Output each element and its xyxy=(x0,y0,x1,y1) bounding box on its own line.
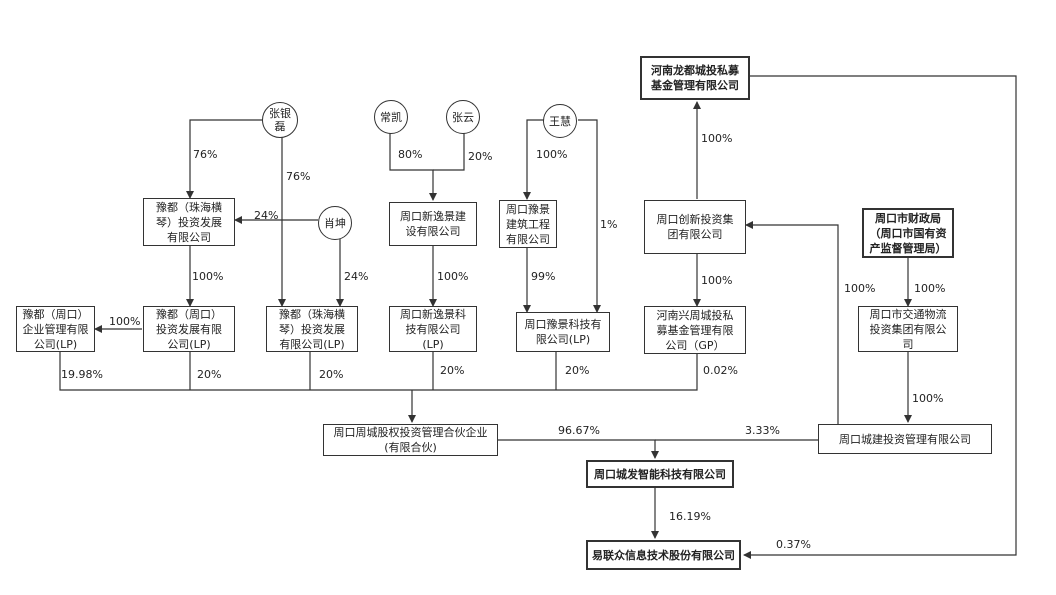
node-zk-chuangxin: 周口创新投资集 团有限公司 xyxy=(644,200,746,254)
pct-longdu-to-yilianzhong: 0.37% xyxy=(776,538,811,551)
person-zhang-yun: 张云 xyxy=(446,100,480,134)
pct-dev-lp-to-mgmt-lp: 100% xyxy=(109,315,141,328)
edge-lp-bus xyxy=(59,352,698,391)
pct-zhuhai-lp-to-fund: 20% xyxy=(319,368,344,381)
node-yudu-zk-dev-lp: 豫都（周口） 投资发展有限 公司(LP) xyxy=(143,306,235,352)
pct-wanghui-to-yujing: 100% xyxy=(536,148,568,161)
pct-zhang-to-yudu-zhuhai: 76% xyxy=(193,148,218,161)
pct-yudu-zhuhai-to-dev-lp: 100% xyxy=(192,270,224,283)
pct-chuangxin-to-gp: 100% xyxy=(701,274,733,287)
pct-zhang-to-zhuhai-lp: 76% xyxy=(286,170,311,183)
pct-dev-lp-to-fund: 20% xyxy=(197,368,222,381)
pct-jiaotong-to-chengjian: 100% xyxy=(912,392,944,405)
pct-zhangyun-to-xinyijing: 20% xyxy=(468,150,493,163)
pct-yujing-to-yujing-keji: 99% xyxy=(531,270,556,283)
edge-wanghui-to-yujing-keji xyxy=(578,119,601,313)
edge-wanghui-to-yujing xyxy=(523,119,545,200)
pct-changkai-to-xinyijing: 80% xyxy=(398,148,423,161)
edge-chengjian-to-chuangxin xyxy=(745,221,839,424)
pct-fund-to-chengfa: 96.67% xyxy=(558,424,600,437)
pct-chengfa-to-yilianzhong: 16.19% xyxy=(669,510,711,523)
pct-mgmt-lp-to-fund: 19.98% xyxy=(61,368,103,381)
node-yudu-zhuhai-lp: 豫都（珠海横 琴）投资发展 有限公司(LP) xyxy=(266,306,358,352)
edge-fund-to-chengfa xyxy=(498,439,659,459)
edge-zhangyun-to-xinyijing xyxy=(433,132,465,171)
person-xiao-kun: 肖坤 xyxy=(318,206,352,240)
pct-xiao-to-yudu-zhuhai: 24% xyxy=(254,209,279,222)
node-zk-caizhengju: 周口市财政局 （周口市国有资 产监督管理局） xyxy=(862,208,954,258)
node-zk-yujing-keji-lp: 周口豫景科技有 限公司(LP) xyxy=(516,312,610,352)
node-zk-yujing-jianzhu: 周口豫景 建筑工程 有限公司 xyxy=(499,200,557,248)
person-chang-kai: 常凯 xyxy=(374,100,408,134)
edge-changkai-to-xinyijing xyxy=(389,128,437,201)
node-zk-chengjian: 周口城建投资管理有限公司 xyxy=(818,424,992,454)
pct-xiao-to-zhuhai-lp: 24% xyxy=(344,270,369,283)
pct-chengjian-to-chengfa: 3.33% xyxy=(745,424,780,437)
pct-caizheng-to-chuangxin: 100% xyxy=(844,282,876,295)
node-zk-xinyijing-jianshe: 周口新逸景建 设有限公司 xyxy=(389,202,477,246)
pct-xinyijing-to-keji-lp: 100% xyxy=(437,270,469,283)
person-zhang-yinlei: 张银 磊 xyxy=(262,102,298,138)
pct-gp-to-fund: 0.02% xyxy=(703,364,738,377)
node-henan-xingzhoucheng-gp: 河南兴周城投私 募基金管理有限 公司（GP） xyxy=(644,306,746,354)
pct-longdu-from-chuangxin: 100% xyxy=(701,132,733,145)
person-wang-hui: 王慧 xyxy=(543,104,577,138)
edge-zhang-to-yudu-zhuhai xyxy=(186,119,263,199)
node-yudu-zhuhai-dev: 豫都（珠海横 琴）投资发展 有限公司 xyxy=(143,198,235,246)
node-zk-chengfa: 周口城发智能科技有限公司 xyxy=(586,460,734,488)
node-yilianzhong: 易联众信息技术股份有限公司 xyxy=(586,540,741,570)
node-zk-xinyijing-keji-lp: 周口新逸景科 技有限公司 (LP) xyxy=(389,306,477,352)
pct-yujing-keji-to-fund: 20% xyxy=(565,364,590,377)
node-zk-jiaotong: 周口市交通物流 投资集团有限公 司 xyxy=(858,306,958,352)
pct-caizheng-to-jiaotong: 100% xyxy=(914,282,946,295)
node-zk-zhoucheng-fund: 周口周城股权投资管理合伙企业 (有限合伙) xyxy=(323,424,498,456)
pct-wanghui-to-yujing-keji: 1% xyxy=(600,218,618,231)
pct-keji-lp-to-fund: 20% xyxy=(440,364,465,377)
edge-longdu-to-yilianzhong xyxy=(743,75,1017,559)
node-henan-longdu: 河南龙都城投私募 基金管理有限公司 xyxy=(640,56,750,100)
node-yudu-zk-mgmt-lp: 豫都（周口） 企业管理有限 公司(LP) xyxy=(16,306,95,352)
